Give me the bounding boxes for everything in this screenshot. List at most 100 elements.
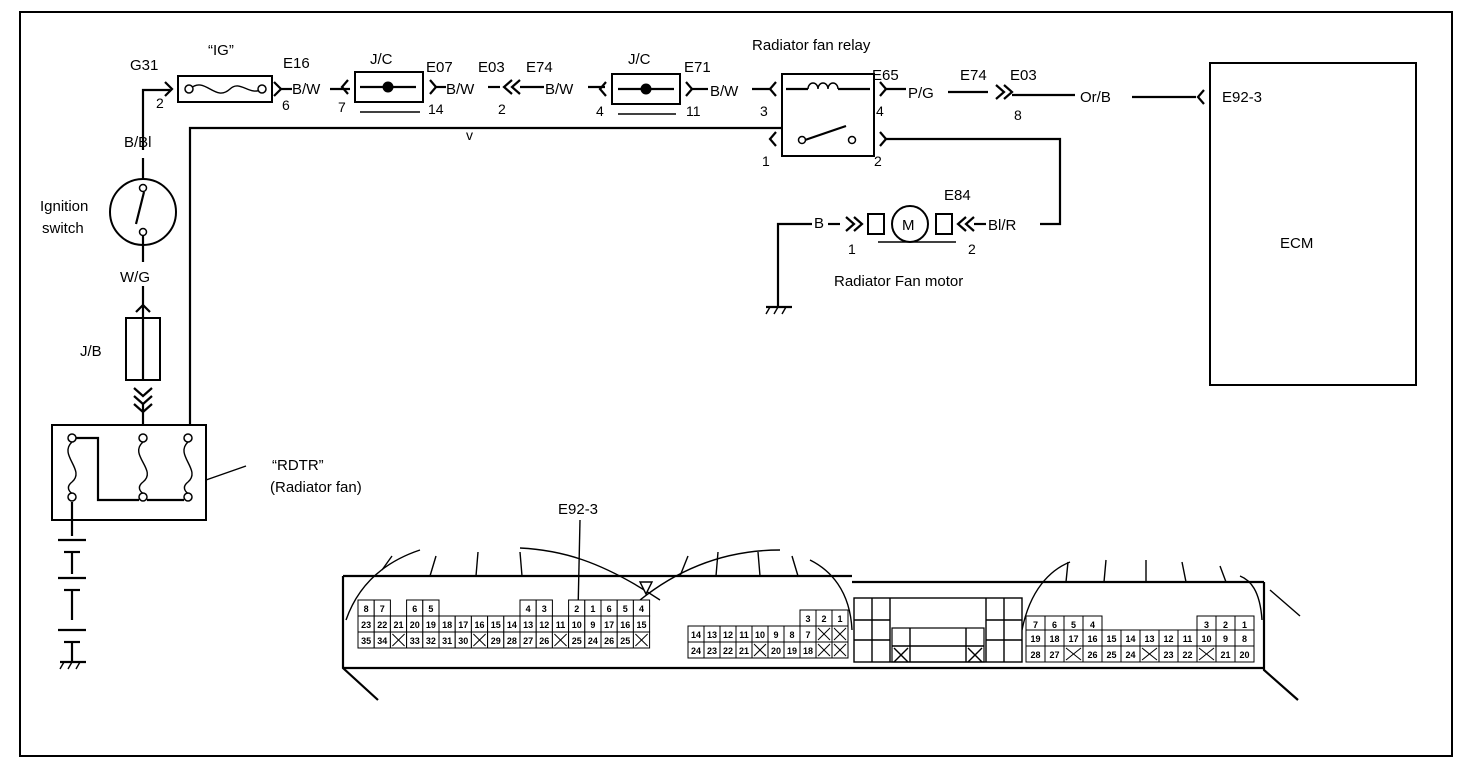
pin-4-relay: 4 — [876, 103, 884, 119]
connector-pin-number: 9 — [590, 620, 595, 630]
connector-pin-number: 14 — [507, 620, 517, 630]
label-e07: E07 — [426, 59, 453, 76]
pin-6: 6 — [282, 97, 290, 113]
connector-pin-number: 7 — [805, 630, 810, 640]
connector-pin-number: 25 — [572, 636, 582, 646]
relay-switch-icon — [804, 124, 847, 142]
label-v: v — [466, 127, 473, 143]
connector-pin-number: 14 — [691, 630, 701, 640]
label-rdtr-2: (Radiator fan) — [270, 479, 362, 496]
connector-pin-number: 16 — [1087, 634, 1097, 644]
connector-pin-number: 10 — [1201, 634, 1211, 644]
label-e71: E71 — [684, 59, 711, 76]
connector-pin-number: 7 — [380, 604, 385, 614]
label-ecm: ECM — [1280, 235, 1313, 252]
connector-pin-number: 17 — [604, 620, 614, 630]
pin-2-motor: 2 — [968, 241, 976, 257]
rdtr-fuse-block — [51, 424, 207, 521]
connector-pin-number: 10 — [755, 630, 765, 640]
connector-pin-number: 23 — [707, 646, 717, 656]
label-e65: E65 — [872, 67, 899, 84]
fan-motor-circuit — [765, 205, 986, 315]
connector-pin-number: 14 — [1125, 634, 1135, 644]
label-w-g: W/G — [120, 269, 150, 286]
connector-pin-number: 5 — [623, 604, 628, 614]
connector-pin-number: 25 — [1106, 650, 1116, 660]
connector-pin-number: 2 — [574, 604, 579, 614]
connector-pin-number: 6 — [412, 604, 417, 614]
connector-pin-number: 4 — [1090, 620, 1095, 630]
ecm-box — [1209, 62, 1417, 386]
connector-pin-number: 24 — [1125, 650, 1135, 660]
label-e03-a: E03 — [478, 59, 505, 76]
connector-pin-number: 29 — [491, 636, 501, 646]
connector-pin-number: 1 — [837, 614, 842, 624]
ig-circuit — [141, 62, 1417, 425]
connector-pin-number: 20 — [771, 646, 781, 656]
connector-pin-number: 7 — [1033, 620, 1038, 630]
connector-pin-number: 18 — [442, 620, 452, 630]
connector-pin-number: 11 — [739, 630, 749, 640]
connector-pin-number: 15 — [1106, 634, 1116, 644]
connector-pin-number: 28 — [507, 636, 517, 646]
label-bw-4: B/W — [710, 83, 739, 100]
connector-pin-number: 15 — [491, 620, 501, 630]
connector-pin-number: 30 — [458, 636, 468, 646]
label-j-b: J/B — [80, 343, 102, 360]
connector-pin-number: 18 — [1049, 634, 1059, 644]
pin-3-relay: 3 — [760, 103, 768, 119]
label-e03-b: E03 — [1010, 67, 1037, 84]
connector-pin-cell — [1234, 645, 1255, 663]
connector-pin-number: 11 — [1183, 634, 1193, 644]
connector-pin-number: 34 — [377, 636, 387, 646]
connector-pin-number: 20 — [410, 620, 420, 630]
label-e92-3-conn: E92-3 — [558, 501, 598, 518]
connector-pin-number: 35 — [361, 636, 371, 646]
label-or-b: Or/B — [1080, 89, 1111, 106]
connector-pin-number: 19 — [426, 620, 436, 630]
connector-pin-number: 22 — [377, 620, 387, 630]
label-e16: E16 — [283, 55, 310, 72]
label-motor-m: M — [902, 217, 915, 234]
connector-pin-number: 23 — [1163, 650, 1173, 660]
connector-pin-number: 5 — [1071, 620, 1076, 630]
label-bw-3: B/W — [545, 81, 574, 98]
connector-pin-number: 2 — [1223, 620, 1228, 630]
diagram-labels: G31 “IG” E16 B/W J/C E07 B/W E03 E74 B/W… — [40, 37, 1313, 518]
pin-14: 14 — [428, 101, 444, 117]
connector-pin-number: 26 — [604, 636, 614, 646]
pin-7: 7 — [338, 99, 346, 115]
connector-pin-number: 8 — [364, 604, 369, 614]
label-e74-a: E74 — [526, 59, 553, 76]
connector-pin-number: 13 — [707, 630, 717, 640]
label-bw-2: B/W — [446, 81, 475, 98]
pin-2-relay: 2 — [874, 153, 882, 169]
connector-blank-pin — [753, 643, 767, 657]
connector-pin-number: 25 — [620, 636, 630, 646]
fuse-icon — [189, 84, 263, 94]
label-ignition-2: switch — [42, 220, 84, 237]
connector-pin-number: 16 — [474, 620, 484, 630]
pin-1-relay: 1 — [762, 153, 770, 169]
connector-pin-number: 9 — [1223, 634, 1228, 644]
connector-pin-number: 19 — [1030, 634, 1040, 644]
label-jc-2: J/C — [628, 51, 651, 68]
connector-pin-number: 22 — [723, 646, 733, 656]
label-relay-title: Radiator fan relay — [752, 37, 871, 54]
pin-2-g31: 2 — [156, 95, 164, 111]
connector-pin-number: 12 — [1163, 634, 1173, 644]
connector-pin-number: 21 — [393, 620, 403, 630]
connector-pin-number: 19 — [787, 646, 797, 656]
connector-pin-number: 1 — [590, 604, 595, 614]
ecm-connector — [341, 519, 1301, 701]
label-b: B — [814, 215, 824, 232]
label-pg: P/G — [908, 85, 934, 102]
connector-pin-number: 33 — [410, 636, 420, 646]
connector-pin-number: 8 — [1242, 634, 1247, 644]
connector-pin-number: 20 — [1239, 650, 1249, 660]
connector-pin-number: 3 — [1204, 620, 1209, 630]
connector-pin-number: 28 — [1030, 650, 1040, 660]
connector-pin-number: 1 — [1242, 620, 1247, 630]
